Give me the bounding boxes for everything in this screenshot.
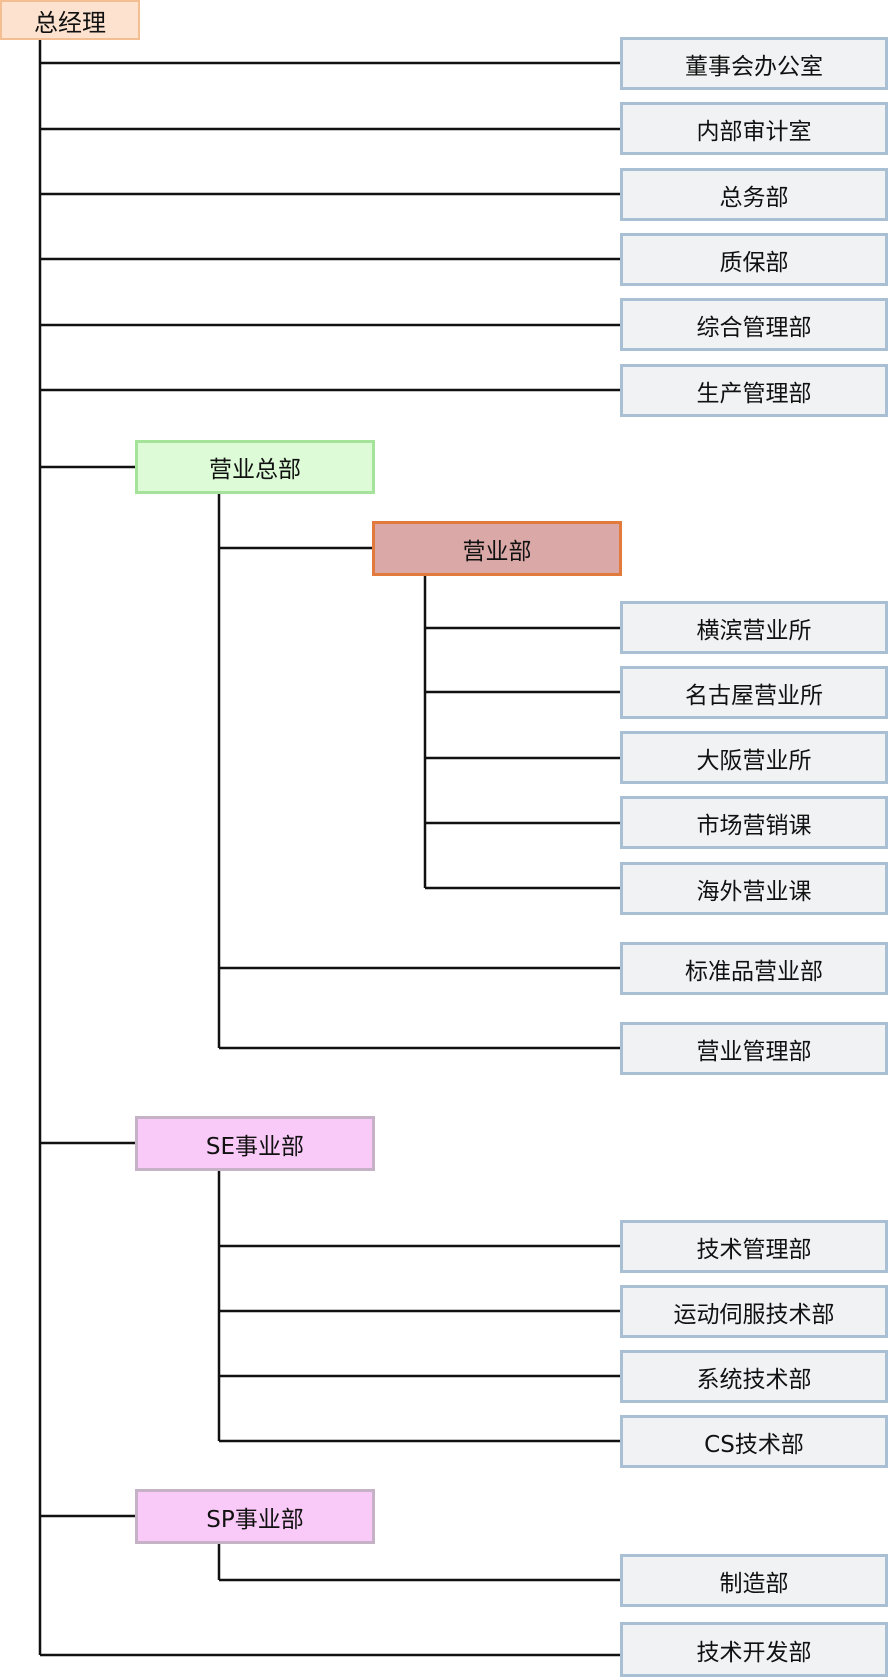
node-sp-division: SP事业部	[135, 1489, 375, 1544]
node-technical-management: 技术管理部	[620, 1220, 888, 1273]
node-rnd: 技术开发部	[620, 1622, 888, 1677]
node-production-management: 生产管理部	[620, 364, 888, 417]
node-sales-headquarters: 营业总部	[135, 440, 375, 494]
node-standard-products-sales: 标准品营业部	[620, 942, 888, 995]
node-internal-audit: 内部审计室	[620, 102, 888, 155]
node-general-manager: 总经理	[0, 0, 140, 40]
node-nagoya-office: 名古屋营业所	[620, 666, 888, 719]
node-quality-assurance: 质保部	[620, 233, 888, 286]
node-sales-department: 营业部	[372, 521, 622, 576]
node-se-division: SE事业部	[135, 1116, 375, 1171]
node-board-office: 董事会办公室	[620, 37, 888, 90]
node-yokohama-office: 横滨营业所	[620, 601, 888, 654]
node-integrated-management: 综合管理部	[620, 298, 888, 351]
node-general-affairs: 总务部	[620, 168, 888, 221]
node-cs-tech: CS技术部	[620, 1415, 888, 1468]
node-manufacturing: 制造部	[620, 1554, 888, 1607]
node-sales-management: 营业管理部	[620, 1022, 888, 1075]
node-osaka-office: 大阪营业所	[620, 731, 888, 784]
node-motion-servo-tech: 运动伺服技术部	[620, 1285, 888, 1338]
node-system-tech: 系统技术部	[620, 1350, 888, 1403]
node-overseas-sales-section: 海外营业课	[620, 862, 888, 915]
node-marketing-section: 市场营销课	[620, 796, 888, 849]
